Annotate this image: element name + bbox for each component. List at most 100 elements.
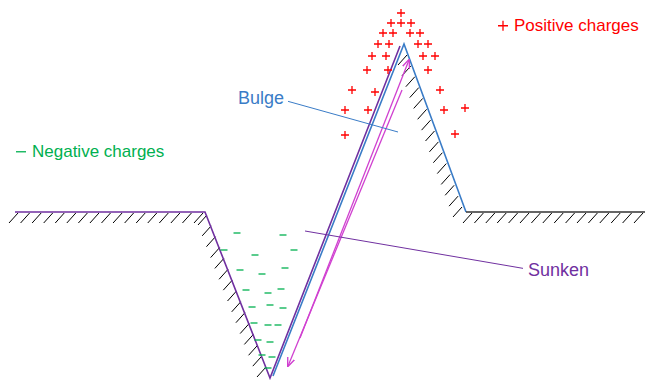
hatch-line [159,213,168,223]
hatch-line [486,213,495,223]
leader-line [305,231,523,268]
hatch-line [113,213,122,223]
hatch-line [463,213,472,223]
positive-charge [379,29,387,37]
negative-charge [252,254,259,255]
negative-charge [259,354,266,355]
hatch-line [223,280,232,290]
hatch-line [136,213,145,223]
hatch-line [422,120,431,130]
hatch-line [531,213,540,223]
negative-charge [243,289,250,290]
positive-charge [416,29,424,37]
positive-charge [385,40,393,48]
positive-charges [341,9,469,139]
hatch-line [418,109,427,119]
hatch-line [497,213,506,223]
hatch-line [410,88,419,98]
hatch-line [437,164,446,174]
positive-charge [341,106,349,114]
negative-charge [249,306,256,307]
hatch-line [206,237,215,247]
negative-charge [16,151,26,152]
positive-charge [440,106,448,114]
hatch-line [55,213,64,223]
legend-text: Negative charges [32,142,164,162]
positive-charge [424,66,432,74]
hatch-line [543,213,552,223]
hatch-line [577,213,586,223]
positive-charge [419,52,427,60]
positive-charge [364,106,372,114]
negative-charge [280,234,287,235]
legend-sample [16,151,26,152]
negative-charge [265,367,272,368]
hatch-line [171,213,180,223]
positive-charge [414,40,422,48]
hatch-line [236,313,245,323]
positive-charge [389,29,397,37]
negative-charge [265,324,272,325]
hatch-line [182,213,191,223]
hatch-line [228,291,237,301]
hatch-line [244,334,253,344]
negative-charge [237,269,244,270]
hatch-line [148,213,157,223]
negative-charge [255,339,262,340]
positive-charge [406,29,414,37]
hatch-line [554,213,563,223]
hatch-line [9,213,18,223]
hatch-line [588,213,597,223]
hatch-line [520,213,529,223]
positive-charge [407,19,415,27]
hatch-line [240,324,249,334]
negative-charge [278,288,285,289]
hatch-line [623,213,632,223]
negative-charge [259,273,266,274]
negative-charge [267,304,274,305]
negative-charge [282,267,289,268]
hatch-line [67,213,76,223]
positive-charge [431,52,439,60]
positive-charge [382,52,390,60]
sunken-outline [15,46,400,378]
part-label: Sunken [528,260,589,281]
negative-charge [275,324,282,325]
positive-charge [498,21,508,31]
negative-charge [267,341,274,342]
leader-line [288,101,398,132]
hatch-line [634,213,643,223]
positive-charge [371,88,379,96]
hatch-line [211,248,220,258]
hatch-line [102,213,111,223]
ground-hatching [463,213,643,223]
hatch-line [566,213,575,223]
positive-charge [348,86,356,94]
hatch-line [21,213,30,223]
positive-charge [397,19,405,27]
hatch-line [249,345,258,355]
positive-charge [424,40,432,48]
hatch-line [445,185,454,195]
hatch-line [44,213,53,223]
hatch-line [453,207,462,217]
positive-charge [368,52,376,60]
legend-text: Positive charges [514,16,639,36]
hatch-line [125,213,134,223]
hatch-line [232,302,241,312]
positive-charge [461,104,469,112]
hatch-line [433,153,442,163]
hatch-line [406,77,415,87]
sunken-hatching [198,215,266,377]
hatch-line [474,213,483,223]
ground-hatching [9,213,203,223]
positive-charge [384,66,392,74]
negative-charge [234,232,241,233]
negative-charge [291,249,298,250]
bulge-outline [273,44,466,376]
hatch-line [509,213,518,223]
hatch-line [219,269,228,279]
hatch-line [611,213,620,223]
hatch-line [78,213,87,223]
hatch-line [600,213,609,223]
